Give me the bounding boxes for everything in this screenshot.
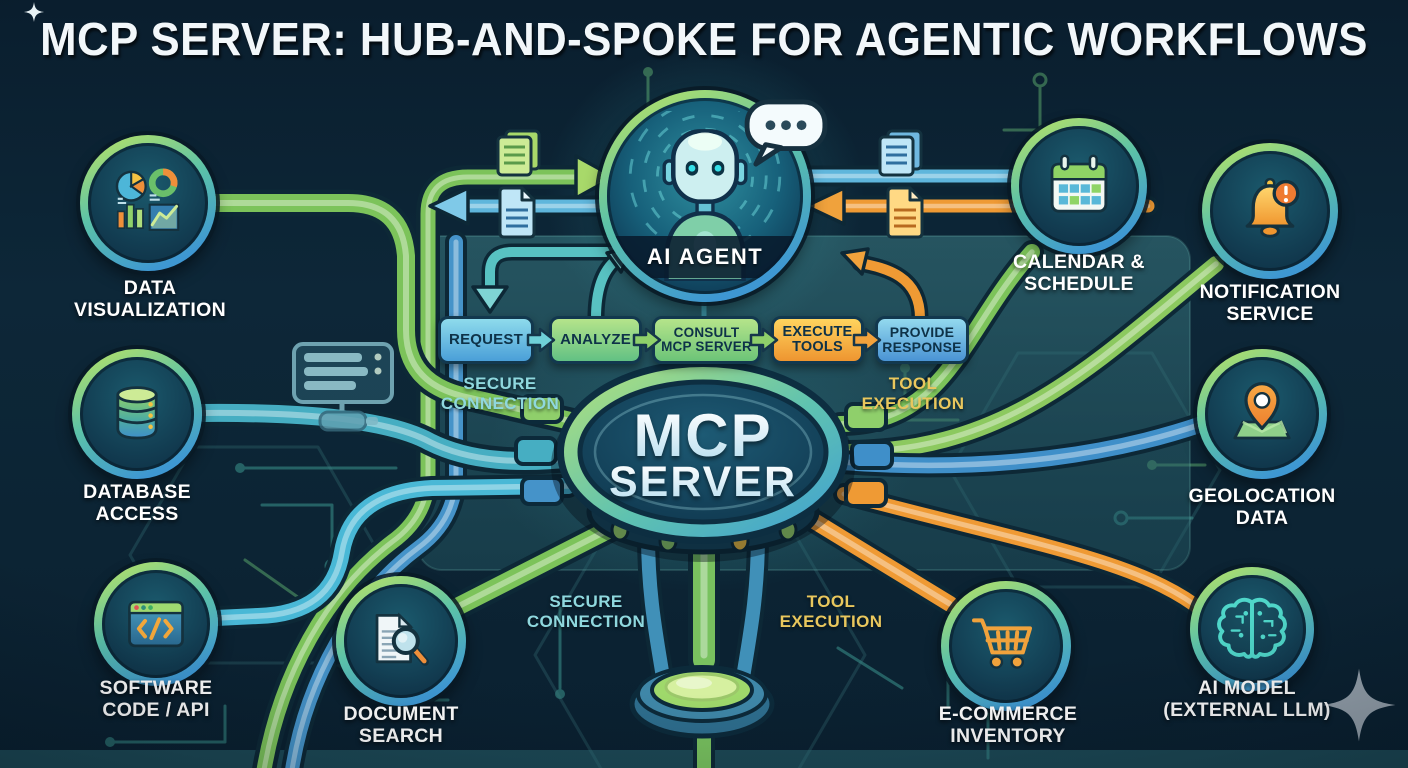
node-label-geolocation-data: GEOLOCATION DATA — [1188, 485, 1336, 529]
code-window-icon — [128, 600, 184, 648]
node-ai-model — [1190, 567, 1314, 691]
document-blue-icon — [496, 186, 538, 239]
tool-execution-label-upper: TOOL EXECUTION — [861, 374, 965, 414]
hub-label-line1: MCP — [609, 405, 797, 465]
calendar-icon — [1050, 154, 1108, 213]
node-database-access — [72, 349, 202, 479]
bell-alert-icon — [1245, 177, 1300, 238]
node-label-ecommerce-inventory: E-COMMERCE INVENTORY — [938, 703, 1078, 747]
shopping-cart-icon — [972, 618, 1032, 669]
brain-circuit-icon — [1217, 597, 1287, 659]
workflow-step-request: REQUEST — [438, 316, 534, 364]
node-notification-service — [1202, 143, 1338, 279]
document-orange-icon — [884, 186, 926, 239]
mcp-server-hub-label: MCP SERVER — [608, 405, 798, 507]
node-label-software-code: SOFTWARE CODE / API — [99, 677, 213, 721]
secure-connection-label-upper: SECURE CONNECTION — [440, 374, 560, 414]
map-pin-icon — [1233, 382, 1291, 440]
node-ecommerce-inventory — [941, 581, 1071, 711]
document-stack-blue-icon — [876, 128, 926, 178]
tool-execution-label-lower: TOOL EXECUTION — [779, 592, 883, 632]
document-stack-green-icon — [494, 128, 544, 178]
hub-port — [629, 665, 775, 739]
page-title: MCP SERVER: HUB-AND-SPOKE FOR AGENTIC WO… — [40, 13, 1368, 65]
node-label-ai-model: AI MODEL (EXTERNAL LLM) — [1163, 677, 1331, 721]
workflow-step-provide: PROVIDE RESPONSE — [875, 316, 969, 364]
node-label-data-visualization: DATA VISUALIZATION — [74, 277, 226, 321]
chevron-arrow-1 — [526, 327, 556, 353]
node-software-code — [94, 562, 218, 686]
node-document-search — [336, 576, 466, 706]
secure-connection-label-lower: SECURE CONNECTION — [526, 592, 646, 632]
speech-bubble-icon — [742, 98, 830, 168]
hub-label-line2: SERVER — [608, 458, 798, 507]
node-geolocation-data — [1197, 349, 1327, 479]
node-label-database-access: DATABASE ACCESS — [83, 481, 191, 525]
node-data-visualization — [80, 135, 216, 271]
database-icon — [116, 386, 158, 440]
document-magnifier-icon — [375, 612, 429, 666]
workflow-step-analyze: ANALYZE — [549, 316, 642, 364]
node-label-notification-service: NOTIFICATION SERVICE — [1199, 281, 1341, 325]
server-plug-icon — [290, 340, 402, 436]
workflow-step-execute: EXECUTE TOOLS — [771, 316, 864, 364]
chevron-arrow-3 — [749, 327, 779, 353]
charts-icon — [115, 168, 180, 231]
node-calendar-schedule — [1011, 118, 1147, 254]
workflow-step-consult: CONSULT MCP SERVER — [652, 316, 761, 364]
chevron-arrow-2 — [632, 327, 662, 353]
node-label-document-search: DOCUMENT SEARCH — [343, 703, 459, 747]
agent-label: AI AGENT — [607, 236, 803, 278]
chevron-arrow-4 — [852, 327, 882, 353]
